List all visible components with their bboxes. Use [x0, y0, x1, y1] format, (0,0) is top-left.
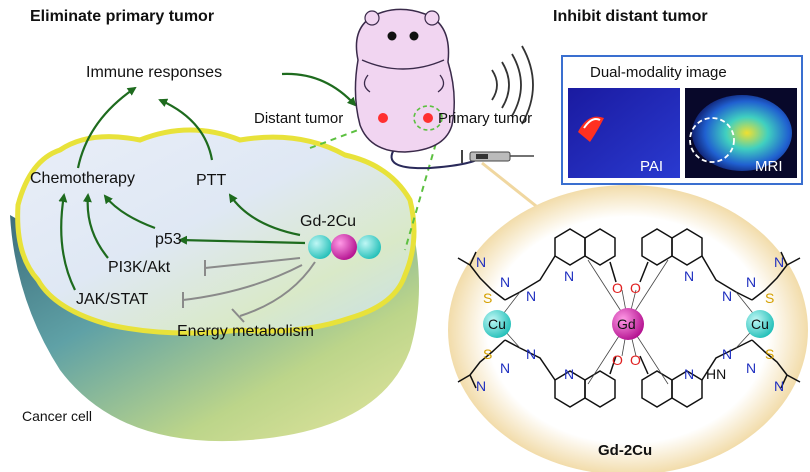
laser-waves-icon: [491, 45, 534, 125]
distant-tumor-dot: [378, 113, 388, 123]
atom-s-bottom-right: S: [765, 346, 775, 362]
inhibit-energy-bar: [231, 308, 245, 323]
atom-n-quin-top-right: N: [684, 268, 695, 284]
label-immune-responses: Immune responses: [86, 64, 223, 81]
atom-n-imine-bottom-left: N: [526, 346, 537, 362]
atom-n-amine-bottom-left: N: [476, 378, 487, 394]
atom-n-quin-bottom-left: N: [564, 366, 575, 382]
label-pi3k-akt: PI3K/Akt: [108, 259, 171, 276]
inhibit-pi3k: [204, 257, 301, 269]
atom-n-hydrazone-top-right: N: [746, 274, 757, 290]
cancer-cell-illustration: [10, 127, 419, 442]
label-distant-tumor: Distant tumor: [254, 110, 344, 127]
atom-n-amine-top-left: N: [476, 254, 487, 270]
atom-cu-left: Cu: [488, 316, 506, 332]
arrow-jak-chemo: [58, 193, 76, 291]
mouse-tail: [390, 147, 481, 170]
atom-n-quin-top-left: N: [564, 268, 575, 284]
atom-n-amine-bottom-right: N: [774, 378, 785, 394]
title-inhibit-distant: Inhibit distant tumor: [553, 8, 708, 25]
mouse-ear-left: [364, 10, 380, 26]
atom-n-hydrazone-top-left: N: [500, 274, 511, 290]
gd-center: [612, 308, 644, 340]
atom-s-top-right: S: [765, 290, 775, 306]
label-mri: MRI: [755, 158, 783, 175]
arrow-immune-mouse: [281, 72, 357, 107]
activation-arrows: [58, 72, 357, 291]
mouse-eye-left: [387, 31, 397, 41]
atom-o-bottom-right: O: [630, 352, 641, 368]
label-dual-modality: Dual-modality image: [590, 64, 727, 81]
syringe-icon: [461, 150, 534, 163]
mouse-body: [354, 8, 455, 153]
mouse-ear-right: [424, 10, 440, 26]
atom-hn: HN: [706, 366, 727, 382]
arrow-gd-p53: [178, 235, 306, 245]
atom-o-top-right: O: [630, 280, 641, 296]
label-p53: p53: [155, 231, 182, 248]
label-energy-metabolism: Energy metabolism: [177, 323, 314, 340]
inhibition-lines: [182, 257, 316, 323]
mouse-head-line: [361, 59, 445, 70]
label-primary-tumor: Primary tumor: [438, 110, 533, 127]
gd2cu-spheres: [308, 234, 381, 260]
cell-top-surface: [15, 127, 417, 336]
label-molecule-name: Gd-2Cu: [598, 442, 653, 459]
inhibit-jak: [182, 264, 303, 301]
label-cancer-cell: Cancer cell: [22, 408, 93, 424]
atom-n-imine-top-left: N: [526, 288, 537, 304]
atom-o-bottom-left: O: [612, 352, 623, 368]
mouse-illustration: [354, 8, 481, 170]
arrow-p53-chemo: [103, 194, 156, 230]
cu-sphere-right: [357, 235, 381, 259]
imaging-panel: [561, 55, 803, 185]
mri-body: [692, 95, 792, 171]
primary-tumor-dot: [423, 113, 433, 123]
label-pai: PAI: [640, 158, 664, 175]
atom-n-quin-bottom-right: N: [684, 366, 695, 382]
primary-tumor-circle: [413, 105, 443, 131]
atom-n-amine-top-right: N: [774, 254, 785, 270]
atom-n-imine-bottom-right: N: [722, 346, 733, 362]
arrow-chemo-immune: [76, 86, 137, 169]
mri-tumor-circle: [689, 117, 735, 163]
label-gd2cu-agent: Gd-2Cu: [300, 213, 357, 230]
atom-s-bottom-left: S: [483, 346, 493, 362]
mouse-paw-right: [437, 74, 445, 93]
atom-n-imine-top-right: N: [722, 288, 733, 304]
title-eliminate-primary: Eliminate primary tumor: [30, 8, 215, 25]
cu-center-right: [746, 310, 774, 338]
atom-n-hydrazone-bottom-right: N: [746, 360, 757, 376]
arrow-ptt-immune: [158, 98, 214, 161]
arrow-gd-ptt: [228, 193, 301, 237]
atom-o-top-left: O: [612, 280, 623, 296]
atom-s-top-left: S: [483, 290, 493, 306]
atom-cu-right: Cu: [751, 316, 769, 332]
cu-sphere-left: [308, 235, 332, 259]
cu-center-left: [483, 310, 511, 338]
gd-sphere: [331, 234, 357, 260]
pai-signal-white: [583, 118, 601, 129]
label-chemotherapy: Chemotherapy: [30, 170, 135, 187]
atom-gd: Gd: [617, 316, 636, 332]
arrow-pi3k-chemo: [82, 193, 109, 259]
label-jak-stat: JAK/STAT: [76, 291, 149, 308]
label-ptt: PTT: [196, 172, 227, 189]
inhibit-energy: [239, 261, 316, 317]
mouse-eye-right: [409, 31, 419, 41]
mouse-paw-left: [363, 74, 371, 93]
pai-signal: [578, 116, 604, 142]
atom-n-hydrazone-bottom-left: N: [500, 360, 511, 376]
